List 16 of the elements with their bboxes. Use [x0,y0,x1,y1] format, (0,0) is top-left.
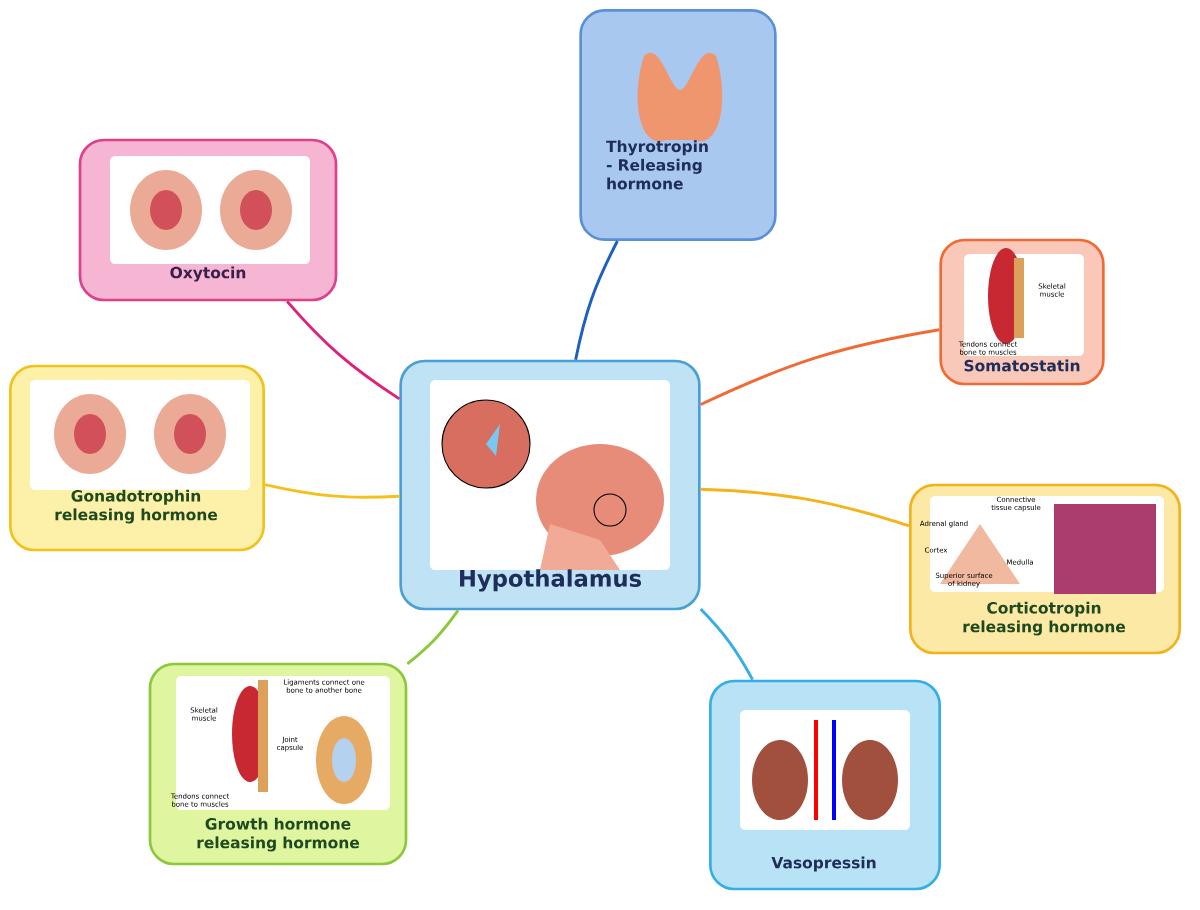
mindmap-box [9,364,265,552]
mindmap-box [939,238,1105,386]
mindmap-box [579,9,777,241]
connector-line [264,483,400,499]
connector-line [285,300,401,401]
mindmap-box [148,662,408,866]
connector-line [574,240,619,360]
node-title: Hypothalamus [460,569,641,592]
connector-line [700,328,940,406]
connector-line [406,609,460,666]
mindmap-box [78,138,338,302]
mindmap-box [709,679,941,891]
mindmap-box [909,483,1181,655]
connector-line [699,608,754,681]
connector-line [700,487,910,528]
mindmap-box [399,359,701,611]
